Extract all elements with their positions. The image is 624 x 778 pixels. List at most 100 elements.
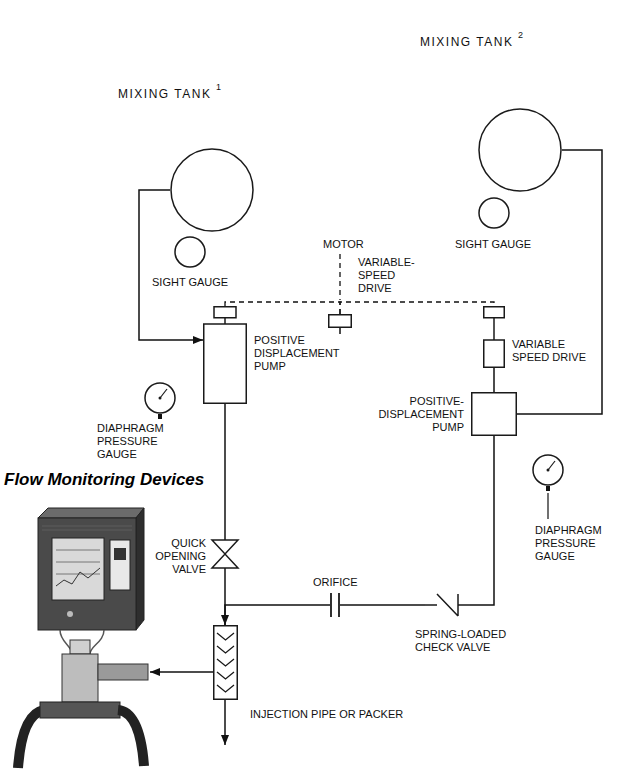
part-label: DIAPHRAGM PRESSURE GAUGE	[535, 524, 607, 563]
part-label: POSITIVE DISPLACEMENT PUMP	[254, 334, 346, 373]
meter-port	[98, 664, 148, 680]
pipe-line	[224, 404, 226, 540]
check-valve-outline	[425, 594, 470, 616]
chart-line	[56, 562, 100, 563]
hose	[18, 710, 44, 768]
gauge-pivot	[159, 397, 162, 400]
box-outline	[329, 315, 352, 328]
meter-body	[62, 654, 98, 702]
shape-outline	[483, 306, 505, 368]
gauge-stem	[158, 414, 162, 419]
part-label: DIAPHRAGM PRESSURE GAUGE	[97, 422, 169, 461]
circle-outline	[479, 109, 561, 191]
chart-trace	[56, 568, 100, 586]
sight-gauge: SIGHT GAUGE	[478, 197, 510, 229]
chart-window	[52, 538, 104, 600]
pipe-line	[340, 604, 425, 606]
orifice-symbol: ORIFICE	[330, 593, 340, 617]
shape-outline	[213, 625, 238, 700]
drive-box: VARIABLE SPEED DRIVE	[483, 306, 505, 368]
circle-outline	[479, 198, 509, 228]
footnote-number: 2	[518, 30, 523, 40]
grill-line	[42, 530, 132, 531]
mixing-tank: MIXING TANK1	[170, 148, 254, 232]
orifice-plate	[330, 593, 332, 617]
part-label: INJECTION PIPE OR PACKER	[250, 708, 403, 721]
side-panel	[110, 540, 130, 590]
drive-link	[340, 302, 494, 314]
shape-outline	[330, 593, 340, 617]
drive-coupling	[484, 307, 505, 318]
shape-outline	[425, 590, 470, 620]
pressure-gauge: DIAPHRAGM PRESSURE GAUGE	[532, 454, 564, 486]
pump-box: POSITIVE DISPLACEMENT PUMP	[203, 306, 247, 404]
pipe-line	[225, 605, 330, 625]
shape-outline	[14, 508, 150, 774]
shape-outline	[478, 197, 510, 229]
orifice-plate	[338, 593, 340, 617]
valve-symbol: QUICK OPENING VALVE	[212, 540, 238, 568]
cable	[90, 630, 104, 654]
valve-outline	[212, 540, 238, 568]
motor-box: MOTORVARIABLE- SPEED DRIVE	[328, 314, 352, 328]
monitor-group: Flow Monitoring Devices	[14, 508, 150, 774]
hose	[118, 710, 144, 766]
housing-side	[136, 508, 144, 630]
part-label: MOTOR	[323, 238, 364, 251]
pipe-line	[493, 368, 495, 392]
meter-pipe	[40, 702, 120, 718]
part-label: VARIABLE SPEED DRIVE	[512, 338, 594, 364]
gauge-stem	[546, 486, 550, 491]
part-label: POSITIVE- DISPLACEMENT PUMP	[374, 395, 464, 434]
tank-label: MIXING TANK	[118, 88, 211, 101]
circle-outline	[171, 149, 253, 231]
section-heading: Flow Monitoring Devices	[4, 470, 204, 490]
pipe-line	[470, 436, 494, 605]
monitor-photo	[38, 508, 144, 654]
part-label: ORIFICE	[313, 576, 358, 589]
pipe-chevrons	[217, 633, 234, 692]
flow-meter	[18, 640, 148, 768]
drive-coupling	[214, 307, 236, 318]
shape-outline	[471, 392, 517, 436]
box-outline	[472, 393, 517, 436]
footnote-number: 1	[216, 82, 221, 92]
drive-body	[484, 340, 505, 367]
sight-gauge: SIGHT GAUGE	[174, 236, 206, 268]
drive-shaft	[224, 318, 226, 324]
pressure-gauge: DIAPHRAGM PRESSURE GAUGE	[144, 382, 176, 414]
part-label: SPRING-LOADED CHECK VALVE	[415, 628, 515, 654]
part-label: QUICK OPENING VALVE	[148, 537, 206, 576]
injection-pipe: INJECTION PIPE OR PACKER	[213, 625, 238, 700]
shape-outline	[328, 314, 352, 328]
pump-body	[204, 324, 247, 403]
shape-outline	[144, 382, 176, 414]
gauge-dial	[145, 383, 175, 413]
outflow-arrow	[224, 700, 226, 745]
housing-top	[38, 508, 144, 518]
chart-line	[56, 550, 100, 551]
motor-shaft	[339, 328, 341, 334]
shape-outline	[203, 306, 247, 404]
drive-link	[225, 302, 340, 314]
gauge-pivot	[547, 469, 550, 472]
pump-box: POSITIVE- DISPLACEMENT PUMP	[471, 392, 517, 436]
gauge-needle	[548, 461, 555, 470]
shape-outline	[174, 236, 206, 268]
gauge-dial	[533, 455, 563, 485]
part-label: SIGHT GAUGE	[152, 276, 228, 289]
check-valve-symbol: SPRING-LOADED CHECK VALVE	[425, 590, 470, 620]
grill-line	[42, 526, 132, 527]
shape-outline	[532, 454, 564, 486]
shape-outline	[212, 540, 238, 568]
tank-label: MIXING TANK	[420, 36, 513, 49]
mixing-tank: MIXING TANK2	[478, 108, 562, 192]
drive-shaft	[493, 318, 495, 340]
part-label: VARIABLE- SPEED DRIVE	[358, 256, 424, 295]
leader-line	[547, 493, 548, 519]
part-label: SIGHT GAUGE	[455, 238, 531, 251]
shape-outline	[170, 148, 254, 232]
pipe-line	[150, 671, 213, 673]
shape-outline	[478, 108, 562, 192]
